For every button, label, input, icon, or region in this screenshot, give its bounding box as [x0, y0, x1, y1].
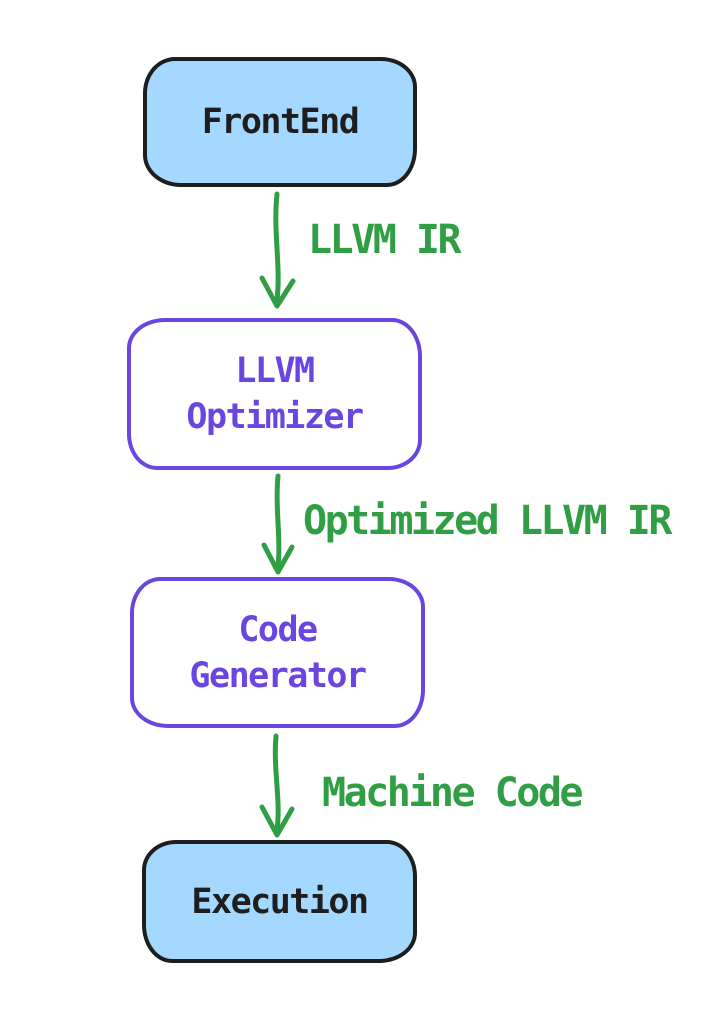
arrow-codegen-to-execution — [259, 733, 295, 838]
edge-label-optimized-llvm-ir: Optimized LLVM IR — [303, 498, 672, 544]
arrow-frontend-to-optimizer — [259, 191, 296, 309]
arrow-head-icon — [259, 804, 295, 838]
node-code-generator: Code Generator — [130, 577, 425, 728]
edge-label-llvm-ir: LLVM IR — [308, 217, 462, 263]
node-code-generator-label-line1: Code — [238, 609, 318, 650]
node-frontend: FrontEnd — [143, 57, 417, 187]
node-execution-label: Execution — [191, 881, 369, 922]
arrow-head-icon — [259, 275, 296, 309]
node-llvm-optimizer-label-line1: LLVM — [235, 351, 315, 391]
node-frontend-label: FrontEnd — [201, 102, 360, 142]
node-llvm-optimizer: LLVM Optimizer — [127, 318, 422, 470]
arrow-shaft — [273, 191, 281, 303]
node-llvm-optimizer-label-line2: Optimizer — [186, 397, 364, 437]
arrow-optimizer-to-codegen — [261, 473, 295, 575]
node-execution: Execution — [142, 840, 417, 963]
arrow-shaft — [274, 473, 282, 570]
arrow-shaft — [272, 733, 281, 833]
arrow-head-icon — [261, 542, 295, 575]
edge-label-machine-code: Machine Code — [322, 770, 583, 816]
node-code-generator-label-line2: Generator — [189, 655, 367, 696]
